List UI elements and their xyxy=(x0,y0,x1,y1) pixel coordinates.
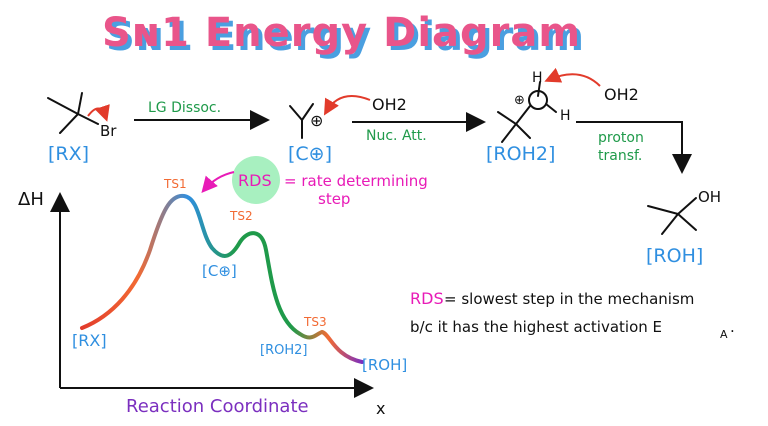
h-label-right: H xyxy=(560,108,571,124)
oxonium-label: [ROH2] xyxy=(486,143,555,165)
leaving-group-arrow xyxy=(87,104,110,122)
title: Sɴ1 Energy Diagram Sɴ1 Energy Diagram xyxy=(102,10,585,60)
water-label-2: OH2 xyxy=(604,85,639,104)
rx-molecule xyxy=(47,92,99,134)
curve-carbocation-label: [C⊕] xyxy=(202,262,237,280)
x-axis-symbol: x xyxy=(376,399,385,418)
oxonium-molecule xyxy=(497,81,557,143)
step1-label: LG Dissoc. xyxy=(148,100,221,116)
oh-label: OH xyxy=(698,188,721,206)
step3-arrow xyxy=(576,121,692,174)
rds-callout-definition: = rate determining xyxy=(284,172,428,190)
water-label: OH2 xyxy=(372,95,407,114)
y-axis-label: ΔH xyxy=(18,189,44,210)
h-label-top: H xyxy=(532,70,543,86)
br-label: Br xyxy=(100,122,117,140)
note-period: . xyxy=(730,318,735,336)
step3-label-1: proton xyxy=(598,130,644,146)
curve-rx-label: [RX] xyxy=(72,331,107,350)
rx-label: [RX] xyxy=(48,143,89,165)
rds-callout-step: step xyxy=(318,190,350,208)
curve-oxonium-label: [ROH2] xyxy=(260,343,307,358)
note-line2: b/c it has the highest activation E xyxy=(410,318,662,336)
roh-label: [ROH] xyxy=(646,245,703,267)
energy-curve xyxy=(80,193,364,364)
curve-roh-label: [ROH] xyxy=(362,356,407,374)
rds-callout-rds: RDS xyxy=(238,171,272,190)
title-shadow: Sɴ1 Energy Diagram xyxy=(106,14,585,60)
step2-label: Nuc. Att. xyxy=(366,128,427,144)
nucleophile-arrow xyxy=(323,95,371,116)
note-rds: RDS xyxy=(410,289,444,308)
oxonium-plus: ⊕ xyxy=(514,93,525,108)
deprotonation-arrow xyxy=(544,67,601,87)
carbocation-plus: ⊕ xyxy=(310,111,323,130)
rds-highlight xyxy=(232,156,280,204)
page-title: Sɴ1 Energy Diagram xyxy=(102,10,581,56)
note-line1: = slowest step in the mechanism xyxy=(444,290,694,308)
note-subscript: A xyxy=(720,328,728,341)
ts1-label: TS1 xyxy=(163,177,187,191)
ts3-label: TS3 xyxy=(303,315,327,329)
x-axis-label: Reaction Coordinate xyxy=(126,396,309,417)
step3-label-2: transf. xyxy=(598,148,642,164)
carbocation-label: [C⊕] xyxy=(288,143,332,165)
roh-molecule xyxy=(647,197,697,235)
rds-arrow xyxy=(201,171,235,194)
oxygen-circle xyxy=(528,90,548,110)
ts2-label: TS2 xyxy=(229,209,253,223)
carbocation-molecule xyxy=(289,103,314,139)
